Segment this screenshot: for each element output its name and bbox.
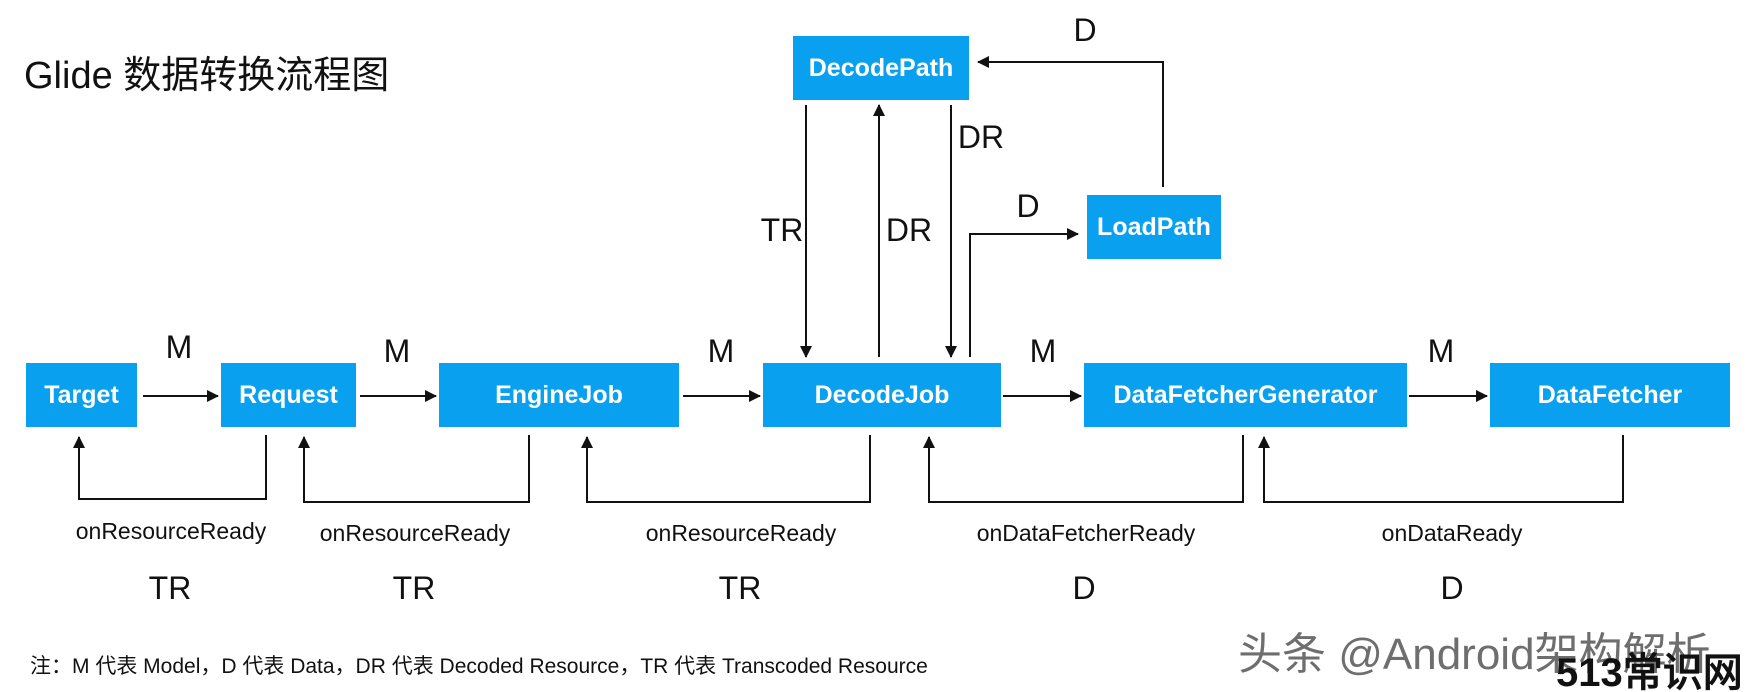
label-callback-2-type: TR: [392, 570, 436, 606]
footnote: 注：M 代表 Model，D 代表 Data，DR 代表 Decoded Res…: [30, 655, 928, 678]
target-node: Target: [26, 363, 137, 427]
watermark-site: 513常识网: [1556, 651, 1743, 692]
diagram-title: Glide 数据转换流程图: [24, 55, 390, 97]
datafetchergenerator-node: DataFetcherGenerator: [1084, 363, 1407, 427]
callback-request-target: [73, 435, 267, 500]
callback-datafetcher-generator: [1258, 435, 1624, 503]
request-node: Request: [221, 363, 356, 427]
label-callback-4: onDataFetcherReady: [976, 520, 1196, 546]
callback-enginejob-request: [298, 435, 530, 503]
label-dr-up: DR: [885, 212, 933, 248]
label-m-enginejob-decodejob: M: [707, 333, 735, 369]
label-callback-3: onResourceReady: [645, 520, 837, 546]
label-d-loadpath-decodepath: D: [1073, 12, 1097, 48]
label-m-decodejob-generator: M: [1029, 333, 1057, 369]
label-callback-1-type: TR: [148, 570, 192, 606]
datafetcher-node: DataFetcher: [1490, 363, 1730, 427]
watermark: 头条 @Android架构解析: [1238, 630, 1711, 679]
label-tr-decodepath: TR: [760, 212, 804, 248]
label-callback-3-type: TR: [718, 570, 762, 606]
label-m-target-request: M: [165, 329, 193, 365]
label-callback-5: onDataReady: [1381, 520, 1523, 546]
decodepath-node: DecodePath: [793, 36, 969, 100]
label-callback-1: onResourceReady: [75, 518, 267, 544]
label-dr-down: DR: [957, 119, 1005, 155]
label-callback-2: onResourceReady: [319, 520, 511, 546]
label-m-request-enginejob: M: [383, 333, 411, 369]
label-d-decodejob-loadpath: D: [1016, 188, 1040, 224]
enginejob-node: EngineJob: [439, 363, 679, 427]
loadpath-node: LoadPath: [1087, 195, 1221, 259]
label-callback-4-type: D: [1072, 570, 1096, 606]
callback-decodejob-enginejob: [581, 435, 871, 503]
label-callback-5-type: D: [1440, 570, 1464, 606]
label-m-generator-datafetcher: M: [1427, 333, 1455, 369]
arrow-decodejob-loadpath: [969, 228, 1079, 357]
arrow-loadpath-decodepath: [977, 56, 1164, 187]
decodejob-node: DecodeJob: [763, 363, 1001, 427]
callback-generator-decodejob: [923, 435, 1244, 503]
